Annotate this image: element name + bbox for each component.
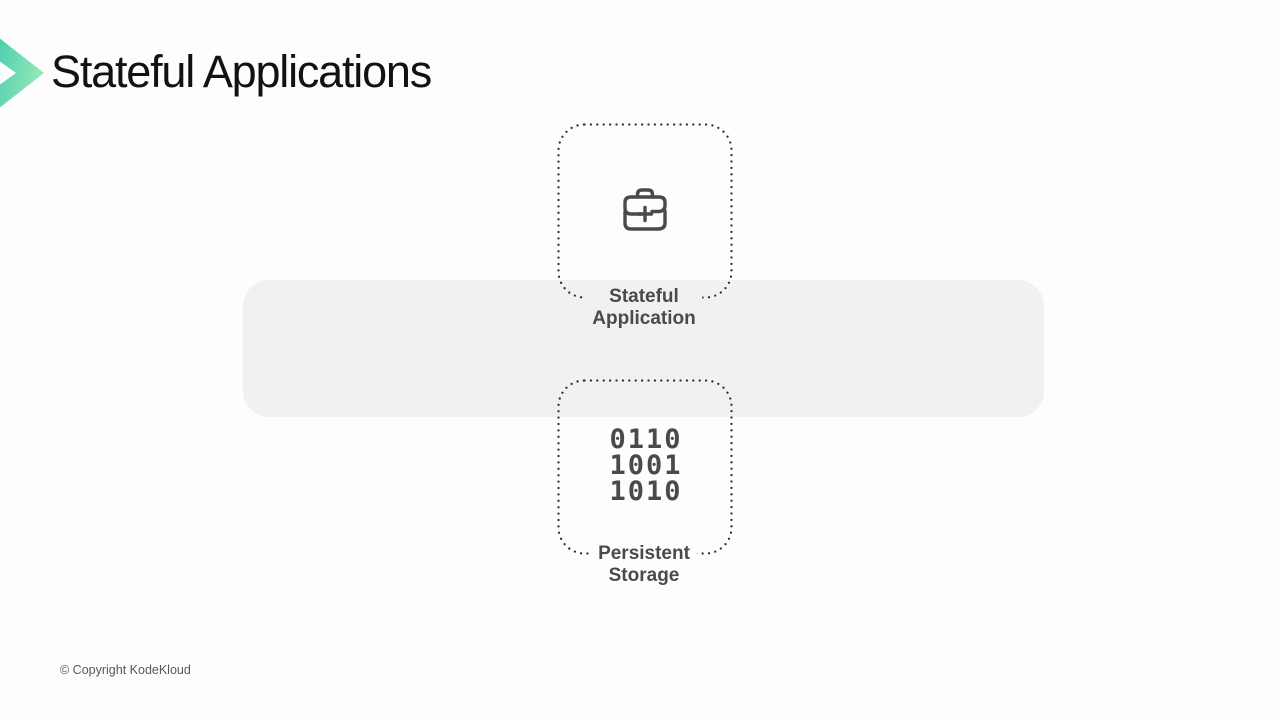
kodekloud-chevron-icon (0, 38, 44, 108)
persistent-storage-label: Persistent Storage (591, 542, 697, 587)
binary-line: 0110 (609, 424, 683, 455)
binary-line: 1001 (609, 450, 683, 481)
label-line: Application (592, 307, 696, 329)
label-line: Stateful (609, 286, 679, 307)
stateful-application-box (557, 123, 733, 299)
binary-code-icon: 0110 1001 1010 (557, 424, 733, 507)
binary-line: 1010 (609, 476, 683, 507)
stateful-application-label: Stateful Application (585, 285, 703, 330)
label-line: Storage (608, 564, 680, 586)
persistent-storage-box: 0110 1001 1010 (557, 379, 733, 555)
briefcase-icon (617, 185, 673, 238)
page-title: Stateful Applications (51, 46, 432, 97)
copyright-text: © Copyright KodeKloud (60, 663, 191, 677)
label-line: Persistent (598, 543, 690, 564)
